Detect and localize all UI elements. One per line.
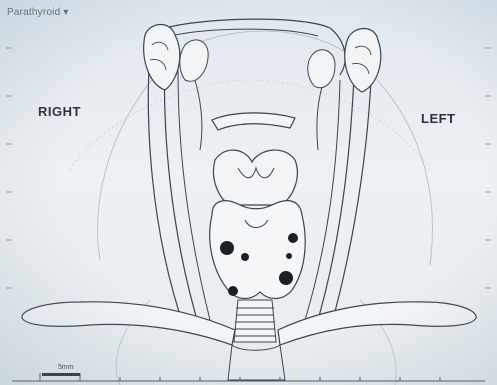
orientation-left-label: LEFT [421,111,456,126]
thyroid-cartilage [213,150,297,205]
sternum [228,345,285,380]
orientation-right-label: RIGHT [38,104,81,119]
hyoid-bone [212,113,295,130]
gland-left-lobe [308,50,335,88]
clavicle-left [278,302,476,345]
left-ruler [6,48,12,288]
grid-arc [70,80,430,170]
parathyroid-marker [228,286,238,296]
vessel-right-outer [148,50,185,330]
right-ruler [485,48,491,288]
parathyroid-marker [288,233,298,243]
clavicle-right [22,302,235,345]
vessel-left-outer [330,55,372,330]
vessel-right-mid [178,70,210,320]
parathyroid-marker [241,253,249,261]
vessel-left-inner [315,55,355,330]
scale-bar [42,373,80,376]
vessel-right-inner [164,50,200,330]
trachea [234,300,276,342]
scale-bar-label: 5mm [58,364,74,371]
parathyroid-marker [220,241,234,255]
parathyroid-marker [286,253,292,259]
parathyroid-marker [279,271,293,285]
gland-right-lobe [180,40,208,81]
vessel-left-mid [305,80,340,320]
gland-left-top [345,28,381,92]
mandible-inner [175,29,318,36]
